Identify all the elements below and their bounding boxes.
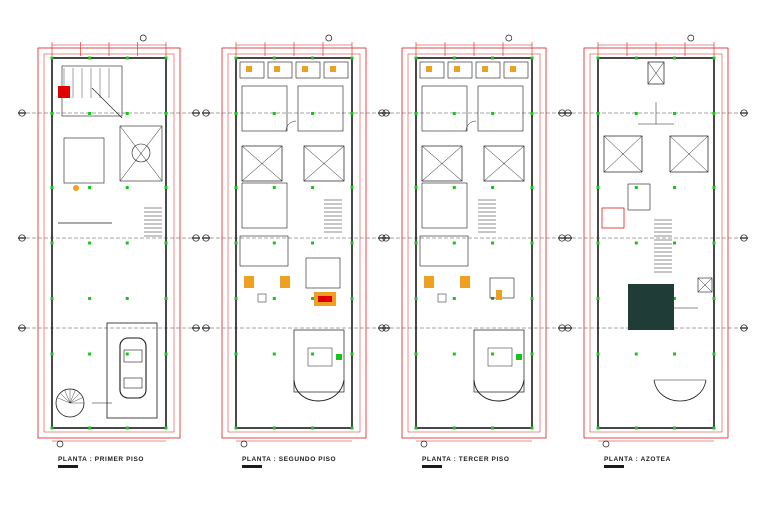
red-fixture	[58, 86, 70, 98]
floor-plan-primer-piso	[18, 34, 200, 448]
plan-caption-tercer-piso: PLANTA : TERCER PISO	[422, 456, 510, 463]
plan-caption-azotea: PLANTA : AZOTEA	[604, 456, 671, 463]
plan-caption-primer-piso: PLANTA : PRIMER PISO	[58, 456, 145, 463]
floor-plan-tercer-piso	[382, 34, 566, 448]
plan-caption-segundo-piso: PLANTA : SEGUNDO PISO	[242, 456, 337, 463]
scale-bar-azotea	[604, 465, 624, 468]
floor-plan-azotea	[564, 34, 748, 448]
floor-plan-segundo-piso	[202, 34, 386, 448]
scale-bar-tercer-piso	[422, 465, 442, 468]
scale-bar-primer-piso	[58, 465, 78, 468]
scale-bar-segundo-piso	[242, 465, 262, 468]
water-tank	[628, 284, 674, 330]
car-icon	[119, 337, 147, 399]
